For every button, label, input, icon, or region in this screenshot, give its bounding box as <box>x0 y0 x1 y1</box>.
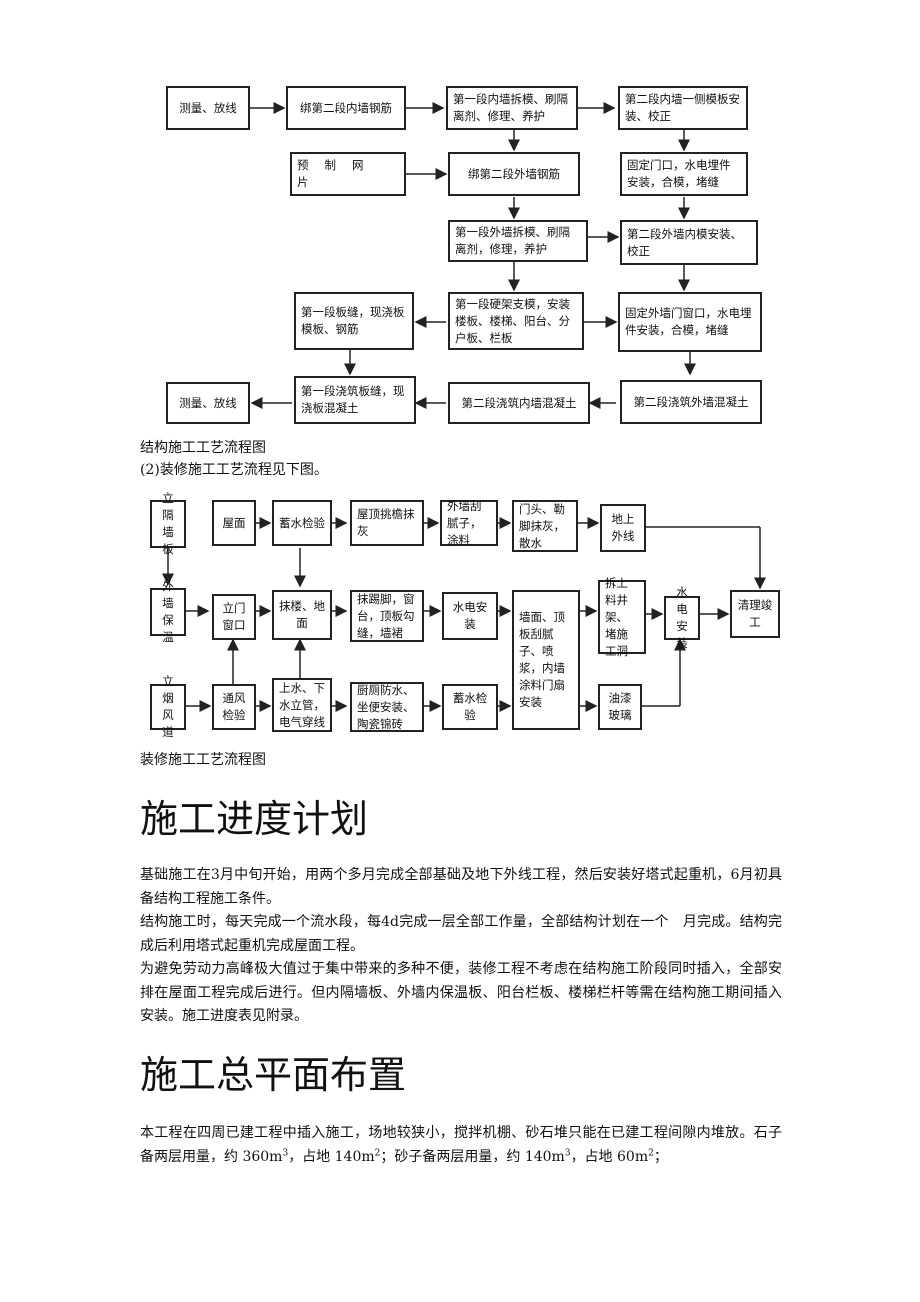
flow-box-ground-lines: 地上外线 <box>600 504 646 552</box>
flow-box-strip-inner-wall: 第一段内墙拆模、刷隔离剂、修理、养护 <box>446 86 578 130</box>
structure-flowchart: 测量、放线 绑第二段内墙钢筋 第一段内墙拆模、刷隔离剂、修理、养护 第二段内墙一… <box>0 0 920 440</box>
flow-box-water-test-2: 蓄水检验 <box>442 684 498 730</box>
site-text-a: 本工程在四周已建工程中插入施工，场地较狭小，搅拌机棚、砂石堆只能在已建工程间隙内… <box>140 1125 782 1165</box>
flow-box-outer-wall-form: 第二段外墙内模安装、校正 <box>620 220 758 265</box>
flow-box-door-plaster: 门头、勒脚抹灰，散水 <box>512 500 578 552</box>
schedule-body: 基础施工在3月中旬开始，用两个多月完成全部基础及地下外线工程，然后安装好塔式起重… <box>140 864 782 1029</box>
flow-box-plaster-floor: 抹楼、地面 <box>272 590 332 640</box>
flow-box-measure: 测量、放线 <box>166 86 250 130</box>
flow-box-pour-slab-joint: 第一段浇筑板缝，现浇板混凝土 <box>294 376 416 424</box>
flow-box-skirting: 抹踢脚，窗台，顶板勾缝，墙裙 <box>350 590 424 642</box>
flow-box-slab-joint-form: 第一段板缝，现浇板模板、钢筋 <box>294 292 414 350</box>
square-sup-2: 2 <box>648 1147 654 1158</box>
decoration-flowchart: 立隔墙板 屋面 蓄水检验 屋顶挑檐抹灰 外墙刮腻子，涂料 门头、勒脚抹灰，散水 … <box>150 491 780 739</box>
flow-box-partition-wall: 立隔墙板 <box>150 491 186 556</box>
flow-box-tie-inner-wall: 绑第二段内墙钢筋 <box>286 86 406 130</box>
flow-box-ceiling-paint: 墙面、顶板刮腻子、喷浆，内墙涂料门扇安装 <box>512 590 580 730</box>
flow-box-pipes-wiring: 上水、下水立管，电气穿线 <box>272 678 332 732</box>
schedule-paragraph-2: 结构施工时，每天完成一个流水段，每4d完成一层全部工作量，全部结构计划在一个 月… <box>140 914 782 954</box>
flow-box-kitchen-waterproof: 厨厕防水、坐便安装、陶瓷锦砖 <box>350 682 424 732</box>
flow-box-pour-inner-wall: 第二段浇筑内墙混凝土 <box>448 382 590 424</box>
flow-box-dismantle-hoist: 拆上料井架、堵施工洞 <box>598 576 646 658</box>
flow-box-plumbing-install-2: 水电安装 <box>664 585 700 650</box>
decoration-flowchart-caption: 装修施工工艺流程图 <box>140 752 266 768</box>
flow-box-prefab-mesh: 预制网片 <box>290 152 406 196</box>
section-heading-site-layout: 施工总平面布置 <box>140 1053 407 1097</box>
square-sup-1: 2 <box>374 1147 381 1158</box>
flow-box-cleanup-completion: 清理竣工 <box>730 590 780 638</box>
schedule-paragraph-1: 基础施工在3月中旬开始，用两个多月完成全部基础及地下外线工程，然后安装好塔式起重… <box>140 867 782 907</box>
site-text-d: ，占地 60m <box>570 1148 649 1165</box>
flow-box-roof-eaves: 屋顶挑檐抹灰 <box>350 500 424 546</box>
structure-flowchart-caption: 结构施工工艺流程图 <box>140 440 266 456</box>
structure-flow-arrows <box>250 102 696 409</box>
decoration-intro-line: (2)装修施工工艺流程见下图。 <box>140 462 328 478</box>
flow-box-paint-glass: 油漆玻璃 <box>598 684 642 730</box>
flow-box-outer-putty: 外墙刮腻子，涂料 <box>440 499 498 547</box>
flow-box-strip-outer-wall: 第一段外墙拆模、刷隔离剂，修理，养护 <box>448 220 588 262</box>
site-text-b: ，占地 140m <box>288 1148 375 1165</box>
flow-box-fix-outer-window: 固定外墙门窗口，水电埋件安装，合模，堵缝 <box>618 292 762 352</box>
flow-box-ventilation-test: 通风检验 <box>212 684 256 730</box>
flow-box-pour-outer-wall: 第二段浇筑外墙混凝土 <box>620 380 762 424</box>
site-layout-paragraph: 本工程在四周已建工程中插入施工，场地较狭小，搅拌机棚、砂石堆只能在已建工程间隙内… <box>140 1122 782 1169</box>
flow-box-fix-door: 固定门口，水电埋件安装，合模，堵缝 <box>620 152 748 196</box>
site-layout-body: 本工程在四周已建工程中插入施工，场地较狭小，搅拌机棚、砂石堆只能在已建工程间隙内… <box>140 1122 782 1169</box>
flow-box-inner-wall-form: 第二段内墙一侧模板安装、校正 <box>618 86 748 130</box>
flow-box-plumbing-install: 水电安装 <box>442 592 498 640</box>
flow-box-roof: 屋面 <box>212 500 256 546</box>
flow-box-measure-end: 测量、放线 <box>166 382 250 424</box>
schedule-paragraph-3: 为避免劳动力高峰极大值过于集中带来的多种不便，装修工程不考虑在结构施工阶段同时插… <box>140 961 782 1024</box>
decoration-flow-arrows <box>162 517 766 712</box>
section-heading-schedule: 施工进度计划 <box>140 797 369 841</box>
flow-box-hard-frame: 第一段硬架支模，安装楼板、楼梯、阳台、分户板、栏板 <box>448 292 584 350</box>
site-text-e: ； <box>653 1148 668 1165</box>
flow-box-chimney-duct: 立烟风道 <box>150 674 186 739</box>
cubic-sup-1: 3 <box>282 1147 289 1158</box>
flow-box-water-test-1: 蓄水检验 <box>272 500 332 546</box>
flow-box-tie-outer-wall: 绑第二段外墙钢筋 <box>448 152 580 196</box>
cubic-sup-2: 3 <box>564 1147 571 1158</box>
flow-box-outer-insulation: 外墙保温 <box>150 579 186 644</box>
flow-box-door-window: 立门窗口 <box>212 594 256 640</box>
site-text-c: ；砂子备两层用量，约 140m <box>380 1148 565 1165</box>
